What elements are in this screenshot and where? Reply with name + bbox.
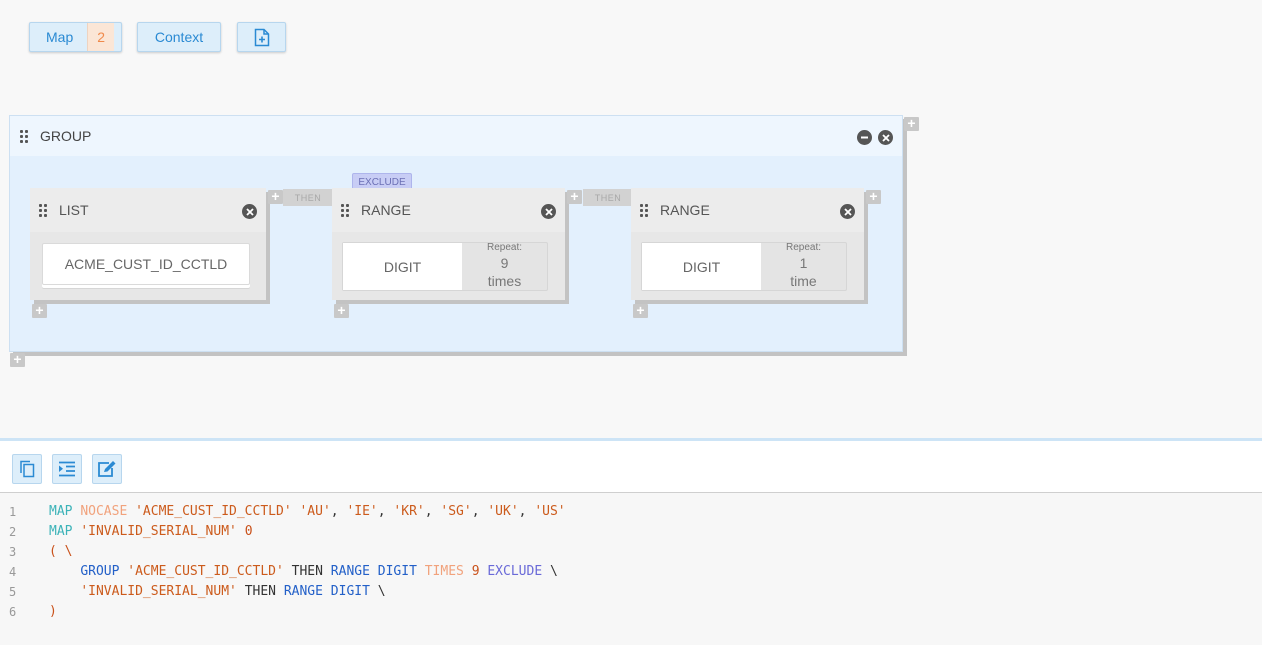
range-add-right-button[interactable]: +: [866, 189, 881, 204]
drag-handle-icon[interactable]: [20, 129, 28, 143]
copy-button[interactable]: [12, 454, 42, 484]
code-line: 6 ): [0, 602, 1262, 622]
file-plus-icon: [254, 28, 269, 46]
close-circle-icon[interactable]: [878, 130, 893, 145]
range-value-field[interactable]: DIGIT Repeat: 1 time: [641, 242, 847, 291]
range-block[interactable]: RANGE DIGIT Repeat: 9 times: [332, 188, 565, 300]
repeat-unit: times: [487, 273, 522, 289]
edit-button[interactable]: [92, 454, 122, 484]
range-add-below-button[interactable]: +: [334, 303, 349, 318]
line-number: 2: [9, 525, 17, 539]
close-circle-icon[interactable]: [840, 204, 855, 219]
context-button-label: Context: [154, 29, 204, 45]
code-area[interactable]: 1 MAP NOCASE 'ACME_CUST_ID_CCTLD' 'AU', …: [0, 493, 1262, 645]
repeat-count: 1: [799, 255, 808, 271]
close-circle-icon[interactable]: [541, 204, 556, 219]
code-line: 4 GROUP 'ACME_CUST_ID_CCTLD' THEN RANGE …: [0, 562, 1262, 582]
drag-handle-icon[interactable]: [640, 203, 648, 217]
line-number: 1: [9, 505, 17, 519]
range-digit-value[interactable]: DIGIT: [642, 243, 761, 290]
edit-icon: [98, 461, 116, 477]
new-document-button[interactable]: [237, 22, 286, 52]
drag-handle-icon[interactable]: [39, 203, 47, 217]
repeat-unit: time: [790, 273, 817, 289]
group-add-below-button[interactable]: +: [10, 352, 25, 367]
repeat-label: Repeat:: [486, 242, 523, 253]
list-value: ACME_CUST_ID_CCTLD: [64, 256, 228, 272]
minus-circle-icon[interactable]: [857, 130, 872, 145]
list-block-title: LIST: [59, 202, 89, 218]
list-block-header[interactable]: LIST: [30, 188, 266, 232]
list-value-field[interactable]: ACME_CUST_ID_CCTLD: [42, 243, 250, 285]
code-line: 3 ( \: [0, 542, 1262, 562]
code-line: 2 MAP 'INVALID_SERIAL_NUM' 0: [0, 522, 1262, 542]
list-block[interactable]: LIST ACME_CUST_ID_CCTLD: [30, 188, 266, 300]
repeat-count: 9: [500, 255, 509, 271]
then-connector: THEN: [583, 189, 633, 206]
range-block-title: RANGE: [660, 202, 710, 218]
map-button[interactable]: Map 2: [29, 22, 122, 52]
range-digit-value[interactable]: DIGIT: [343, 243, 462, 290]
code-editor-panel: 1 MAP NOCASE 'ACME_CUST_ID_CCTLD' 'AU', …: [0, 438, 1262, 645]
line-number: 3: [9, 545, 17, 559]
map-button-label: Map: [46, 29, 74, 45]
close-circle-icon[interactable]: [242, 204, 257, 219]
range-block-title: RANGE: [361, 202, 411, 218]
repeat-label: Repeat:: [785, 242, 822, 253]
line-number: 6: [9, 605, 17, 619]
range-value-field[interactable]: DIGIT Repeat: 9 times: [342, 242, 548, 291]
range-block[interactable]: RANGE DIGIT Repeat: 1 time: [631, 188, 864, 300]
line-number: 4: [9, 565, 17, 579]
indent-icon: [59, 461, 75, 477]
code-line: 1 MAP NOCASE 'ACME_CUST_ID_CCTLD' 'AU', …: [0, 502, 1262, 522]
repeat-field[interactable]: Repeat: 1 time: [761, 242, 846, 290]
map-count-badge: 2: [87, 23, 115, 51]
list-add-right-button[interactable]: +: [268, 189, 283, 204]
editor-toolbar: [0, 441, 1262, 493]
list-add-below-button[interactable]: +: [32, 303, 47, 318]
context-button[interactable]: Context: [137, 22, 221, 52]
range-add-right-button[interactable]: +: [567, 189, 582, 204]
group-title: GROUP: [40, 128, 92, 144]
drag-handle-icon[interactable]: [341, 203, 349, 217]
code-line: 5 'INVALID_SERIAL_NUM' THEN RANGE DIGIT …: [0, 582, 1262, 602]
format-button[interactable]: [52, 454, 82, 484]
line-number: 5: [9, 585, 17, 599]
exclude-tag[interactable]: EXCLUDE: [352, 173, 412, 190]
range-block-header[interactable]: RANGE: [332, 188, 565, 232]
copy-icon: [20, 460, 35, 478]
group-add-right-button[interactable]: +: [904, 116, 919, 131]
range-block-header[interactable]: RANGE: [631, 188, 864, 232]
repeat-field[interactable]: Repeat: 9 times: [462, 242, 547, 290]
range-add-below-button[interactable]: +: [633, 303, 648, 318]
then-connector: THEN: [283, 189, 333, 206]
group-header[interactable]: GROUP: [10, 116, 902, 156]
